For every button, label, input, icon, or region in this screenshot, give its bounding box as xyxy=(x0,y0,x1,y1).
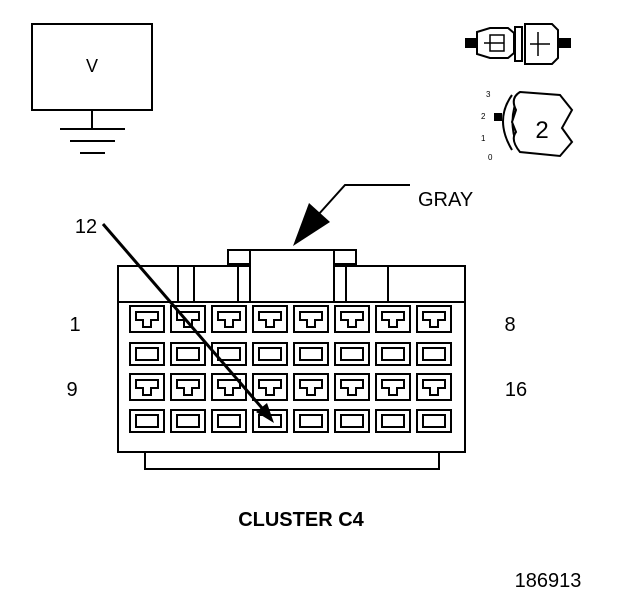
pin-terminal-cavity xyxy=(252,342,288,366)
pin-terminal-cavity xyxy=(170,342,206,366)
pin-terminal-cavity xyxy=(211,409,247,433)
pin-terminal-cavity xyxy=(334,409,370,433)
pin-latch-cavity xyxy=(129,305,165,333)
pin-latch-cavity xyxy=(334,373,370,401)
pointed-pin-label: 12 xyxy=(75,216,97,238)
pin-latch-cavity xyxy=(334,305,370,333)
scale-label-0: 0 xyxy=(488,153,493,162)
pin-terminal-cavity xyxy=(252,409,288,433)
pin-latch-cavity xyxy=(211,305,247,333)
connector-color-label: GRAY xyxy=(418,189,473,211)
selector-knob-icon: 3 2 1 0 2 xyxy=(481,90,574,162)
pin-terminal-cavity xyxy=(293,409,329,433)
pin-terminal-cavity xyxy=(375,409,411,433)
probe-connector-icon xyxy=(465,23,571,65)
pin-latch-cavity xyxy=(375,373,411,401)
pin-latch-cavity xyxy=(416,373,452,401)
voltmeter-label: V xyxy=(86,56,98,76)
pin-label-16: 16 xyxy=(505,379,527,401)
scale-label-3: 3 xyxy=(486,90,491,99)
scale-label-2: 2 xyxy=(481,112,486,121)
figure-number: 186913 xyxy=(515,570,582,592)
color-arrow-head xyxy=(293,203,330,246)
pin-latch-cavity xyxy=(170,373,206,401)
pin-latch-cavity xyxy=(129,373,165,401)
pin-latch-cavity xyxy=(293,305,329,333)
pin-terminal-cavity xyxy=(416,342,452,366)
pin-terminal-cavity xyxy=(375,342,411,366)
scale-label-1: 1 xyxy=(481,134,486,143)
pin-terminal-cavity xyxy=(334,342,370,366)
pin-terminal-cavity xyxy=(129,342,165,366)
color-callout: GRAY xyxy=(293,184,473,246)
selector-setting: 2 xyxy=(535,117,548,144)
pin-latch-cavity xyxy=(211,373,247,401)
ground-icon xyxy=(60,128,125,154)
pin-cavities xyxy=(129,305,452,433)
pin-latch-cavity xyxy=(252,373,288,401)
pin-terminal-cavity xyxy=(170,409,206,433)
voltmeter-symbol: V xyxy=(31,23,153,154)
pin-label-1: 1 xyxy=(69,314,80,336)
pin-12-pointer: 12 xyxy=(75,216,274,423)
connector-title: CLUSTER C4 xyxy=(238,509,364,531)
pin-label-9: 9 xyxy=(66,379,77,401)
pin-terminal-cavity xyxy=(293,342,329,366)
pin-latch-cavity xyxy=(252,305,288,333)
pin-latch-cavity xyxy=(416,305,452,333)
pin-latch-cavity xyxy=(293,373,329,401)
pin-latch-cavity xyxy=(375,305,411,333)
pin-terminal-cavity xyxy=(416,409,452,433)
pin-label-8: 8 xyxy=(504,314,515,336)
pin-terminal-cavity xyxy=(129,409,165,433)
voltmeter-box xyxy=(31,23,153,111)
